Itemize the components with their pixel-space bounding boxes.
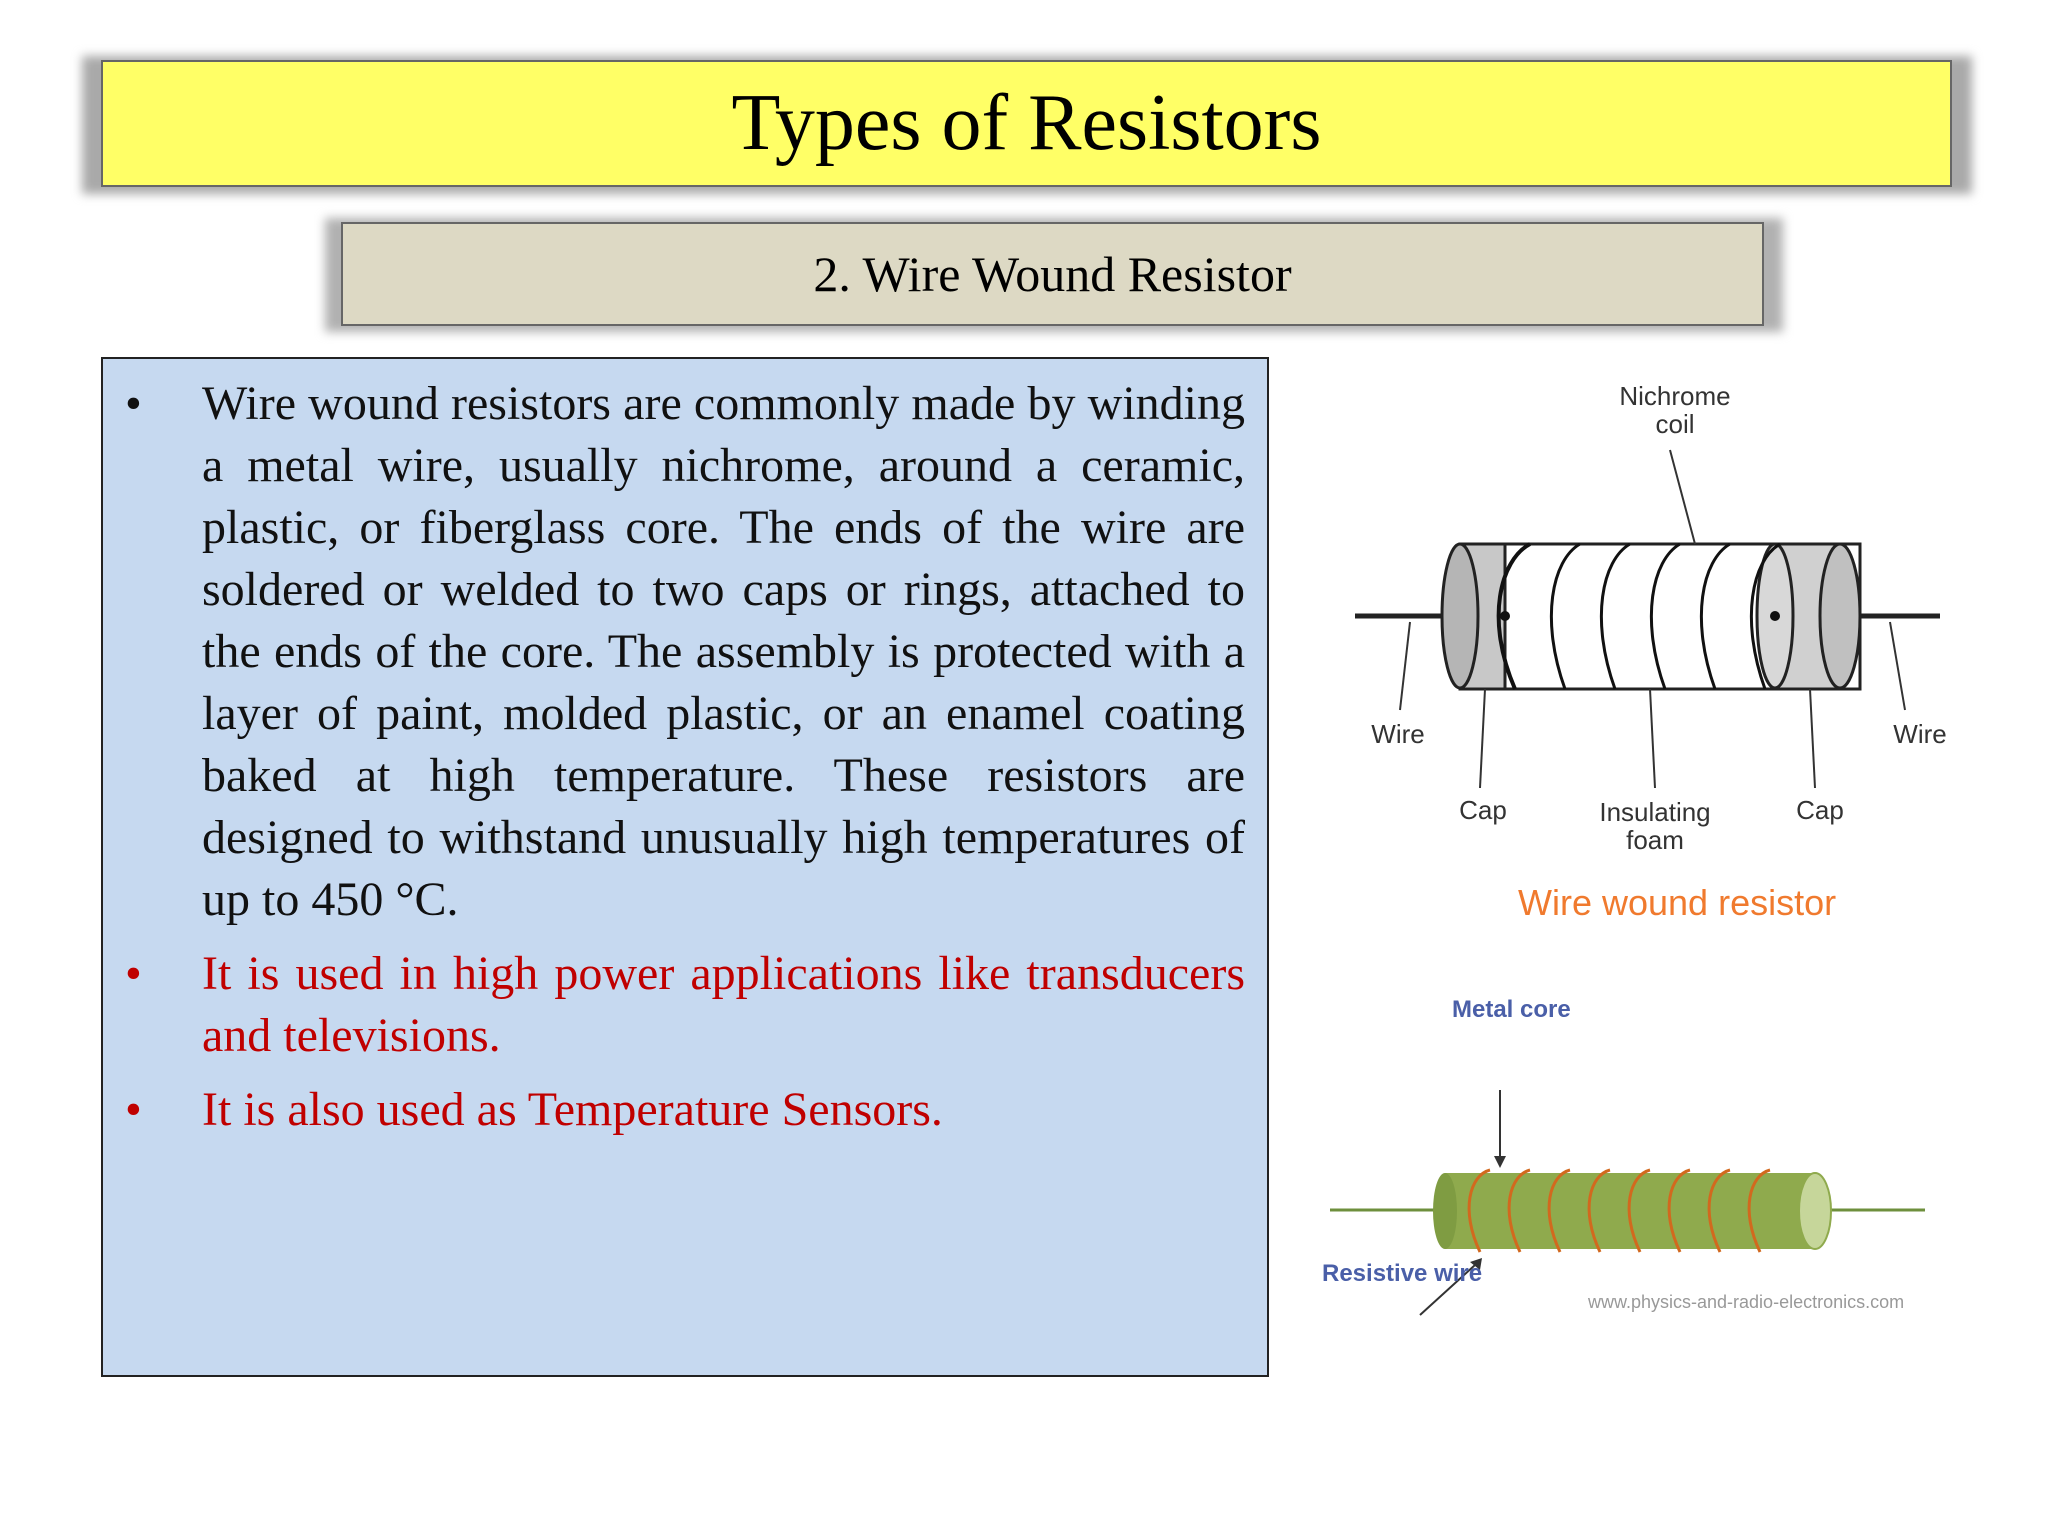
bullet-item-description: • Wire wound resistors are commonly made… [103, 373, 1245, 931]
bullet-list: • Wire wound resistors are commonly made… [103, 373, 1245, 1141]
diagram-caption: Wire wound resistor [1518, 882, 1837, 923]
bullet-text: It is also used as Temperature Sensors. [202, 1083, 943, 1136]
label-nichrome-coil: Nichrome coil [1619, 381, 1731, 439]
label-wire-right: Wire [1893, 719, 1947, 749]
figure-area: Nichrome coil Wire Wire Cap Cap Insulati… [1300, 360, 2000, 1400]
slide-title: Types of Resistors [101, 60, 1952, 187]
image-credit: www.physics-and-radio-electronics.com [1588, 1292, 1905, 1312]
label-insulating-foam: Insulating foam [1599, 797, 1711, 855]
bullet-item-sensors: • It is also used as Temperature Sensors… [103, 1079, 1245, 1141]
slide-subtitle: 2. Wire Wound Resistor [341, 222, 1764, 326]
bullet-item-applications: • It is used in high power applications … [103, 943, 1245, 1067]
bullet-icon: • [125, 377, 142, 430]
bullet-icon: • [125, 947, 142, 1000]
label-metal-core: Metal core [1452, 996, 1571, 1023]
bullet-text: It is used in high power applications li… [202, 947, 1245, 1062]
label-wire-left: Wire [1371, 719, 1425, 749]
bullet-icon: • [125, 1083, 142, 1136]
bullet-text-box: • Wire wound resistors are commonly made… [101, 357, 1269, 1377]
label-cap-left: Cap [1459, 795, 1507, 825]
wire-wound-resistor-diagram [1355, 449, 1940, 789]
metal-core-diagram [1330, 1090, 1925, 1316]
label-cap-right: Cap [1796, 795, 1844, 825]
label-resistive-wire: Resistive wire [1322, 1260, 1483, 1287]
bullet-text: Wire wound resistors are commonly made b… [202, 377, 1245, 926]
